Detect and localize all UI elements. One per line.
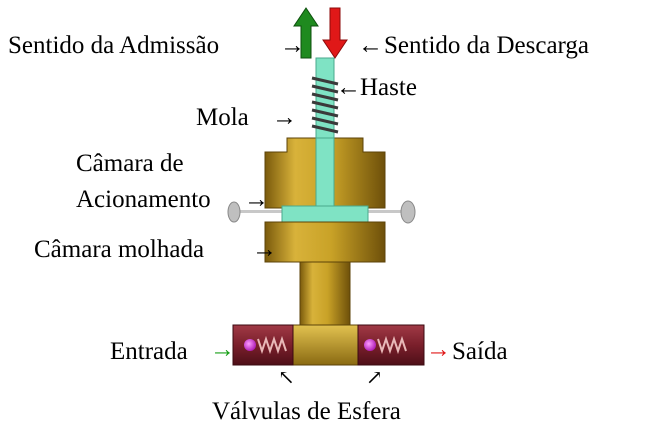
ball-valve-left-pointer: ↖ — [278, 367, 295, 389]
label-exhaust-direction: Sentido da Descarga — [384, 32, 590, 59]
left-bolt — [227, 201, 241, 223]
inlet-ball-valve — [244, 335, 287, 355]
exhaust-direction-arrow — [322, 7, 348, 59]
exhaust-direction-pointer: ← — [358, 32, 383, 59]
intake-direction-arrow — [293, 7, 319, 59]
label-ball-valves: Válvulas de Esfera — [212, 398, 401, 425]
outlet-ball-valve — [364, 335, 407, 355]
spring — [311, 76, 339, 134]
diaphragm-plate — [281, 205, 369, 223]
stem-pointer: ← — [336, 74, 361, 101]
outlet-pointer: → — [426, 336, 451, 363]
label-wet-chamber: Câmara molhada — [34, 236, 205, 263]
label-intake-direction: Sentido da Admissão — [8, 32, 220, 59]
intake-direction-pointer: → — [280, 32, 305, 59]
wet-chamber-pointer: → — [252, 236, 277, 263]
inlet-pointer: → — [210, 336, 235, 363]
valve-neck — [299, 261, 351, 326]
tee-junction — [291, 324, 359, 366]
label-stem: Haste — [360, 74, 417, 101]
label-actuation-chamber-line1: Câmara de — [76, 150, 184, 177]
label-outlet: Saída — [452, 338, 508, 365]
actuation-chamber-pointer: → — [244, 186, 269, 213]
ball-valve-right-pointer: ↗ — [366, 367, 383, 389]
right-bolt — [400, 200, 416, 224]
label-inlet: Entrada — [110, 338, 188, 365]
spring-pointer: → — [272, 104, 297, 131]
label-spring: Mola — [196, 104, 249, 131]
wet-chamber-body — [264, 221, 386, 263]
label-actuation-chamber-line2: Acionamento — [76, 186, 211, 213]
